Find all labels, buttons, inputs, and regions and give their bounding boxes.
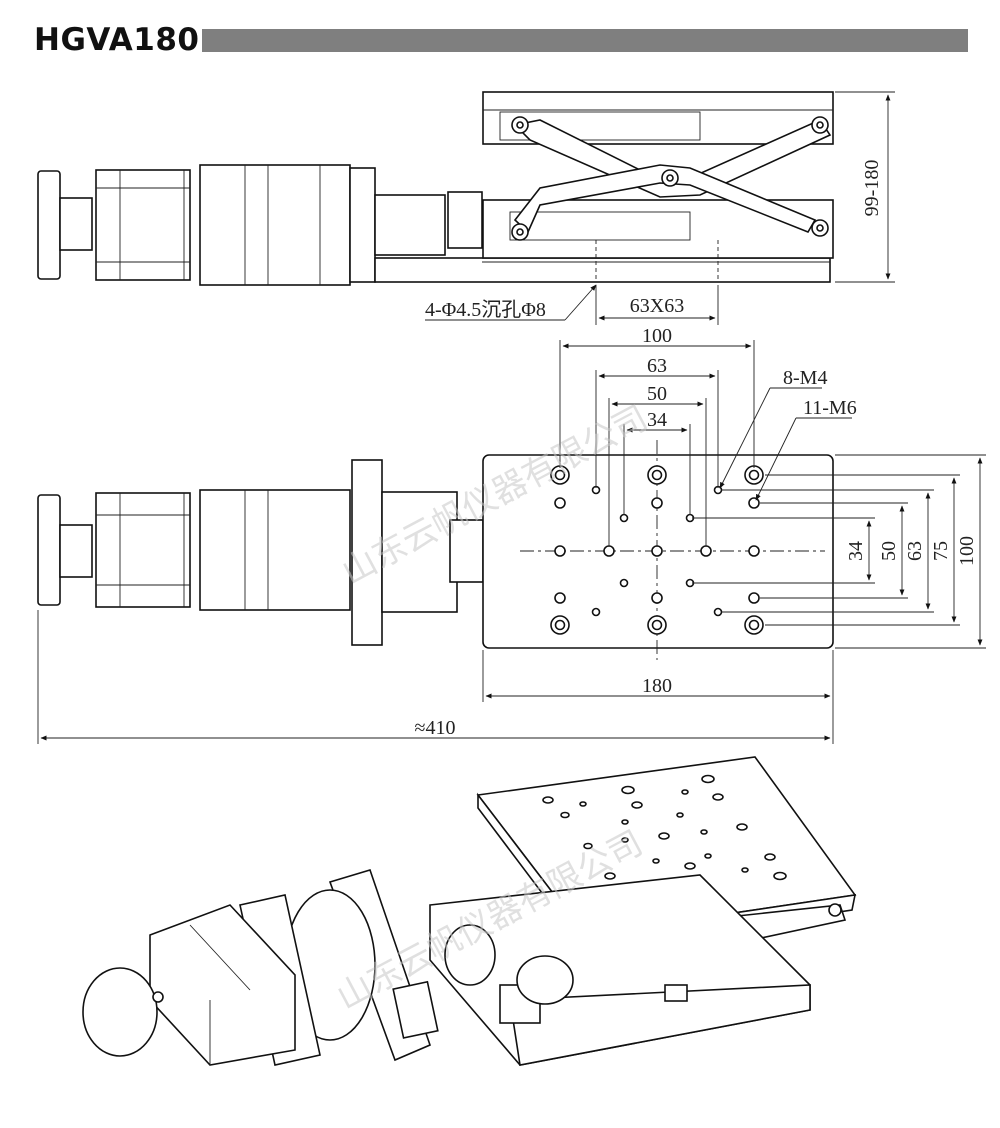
hole-spec-label: 4-Φ4.5沉孔Φ8 [425, 298, 546, 321]
scissor-arm-lower [513, 164, 817, 234]
coupling-housing [374, 194, 446, 256]
dim-overall: ≈410 [415, 717, 456, 739]
top-view: 100 63 50 34 8-M4 11-M6 34 50 63 [37, 325, 986, 744]
stepper-motor [95, 169, 191, 281]
height-range-label: 99-180 [861, 160, 883, 217]
page-title: HGVA180 [34, 22, 200, 58]
coupling [447, 191, 483, 249]
side-view: 99-180 4-Φ4.5沉孔Φ8 63X63 [37, 91, 895, 325]
dim-100-right: 100 [956, 536, 978, 566]
motor-flange [349, 167, 376, 283]
dim-50-top: 50 [647, 383, 667, 405]
dim-34-top: 34 [647, 409, 667, 431]
thread-large-label: 11-M6 [803, 397, 857, 419]
dim-34-right: 34 [845, 541, 867, 561]
handwheel [37, 170, 61, 280]
iso-handwheel [82, 967, 158, 1057]
thread-small-label: 8-M4 [783, 367, 827, 389]
dim-63-top: 63 [647, 355, 667, 377]
dim-50-right: 50 [878, 541, 900, 561]
dim-width: 180 [642, 675, 672, 697]
gearbox [199, 164, 351, 286]
dim-63-right: 63 [904, 541, 926, 561]
title-bar [202, 29, 968, 52]
isometric-view: 山东云帆仪器有限公司 [82, 756, 857, 1066]
mounting-holes [550, 465, 764, 635]
handwheel-hub [59, 197, 93, 251]
hole-pitch-label: 63X63 [630, 295, 684, 317]
dim-100-top: 100 [642, 325, 672, 347]
dim-75-right: 75 [930, 541, 952, 561]
